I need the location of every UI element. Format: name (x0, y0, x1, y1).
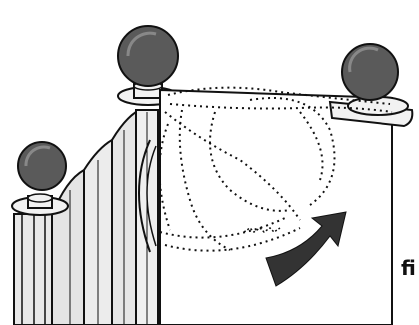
cover-panel (139, 90, 392, 325)
knob-right (330, 44, 412, 126)
knob-left (12, 142, 68, 215)
figure-label: fi (401, 258, 419, 278)
